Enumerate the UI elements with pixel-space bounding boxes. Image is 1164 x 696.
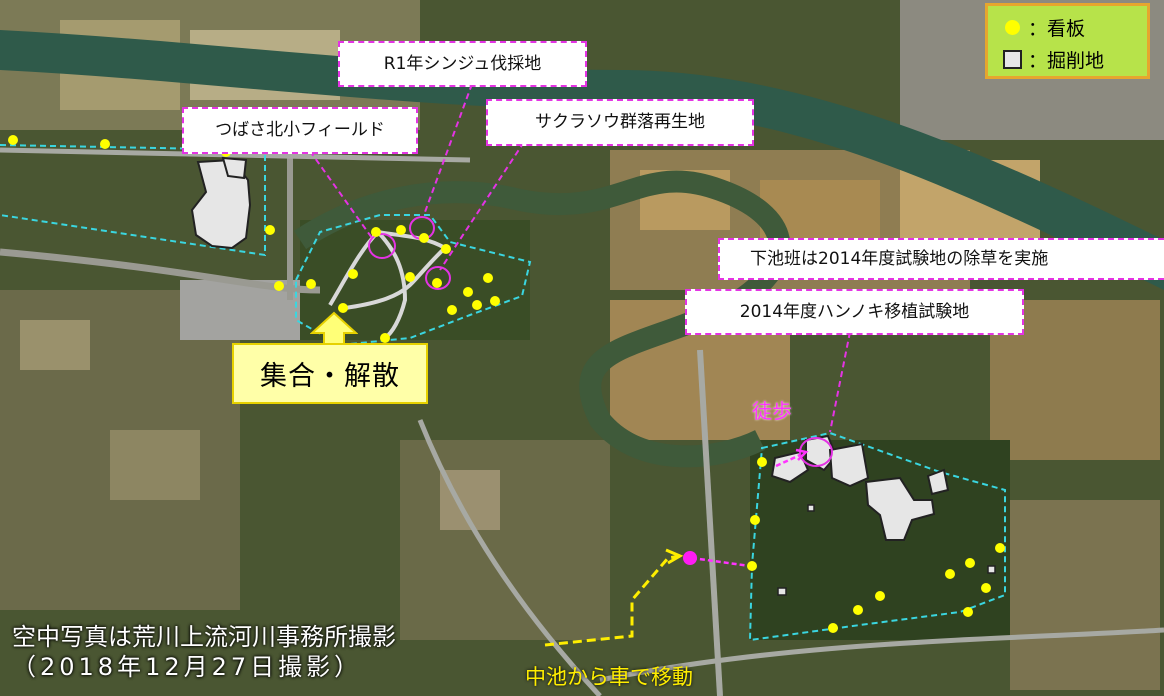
legend-row-signboard: ：看板 [1002, 11, 1147, 43]
walk-route-label: 徒歩 [752, 399, 792, 423]
excavation-area [221, 156, 248, 180]
legend-row-excavation: ：掘削地 [1002, 43, 1147, 75]
excavation-area [864, 476, 936, 541]
callout-leaders [309, 83, 851, 433]
car-route [544, 548, 684, 647]
map-legend: ：看板 ：掘削地 [985, 3, 1150, 79]
legend-signboard-label: ：看板 [1028, 17, 1086, 40]
excavation-area [987, 565, 996, 574]
callout-2014-trial-site: 2014年度ハンノキ移植試験地 [685, 289, 1024, 335]
callout-tsubasa-kita-field: つばさ北小フィールド [182, 107, 418, 154]
walking-route [683, 448, 809, 568]
photo-credit-date: （2018年12月27日撮影） [12, 653, 363, 681]
signboard-dot-icon [1005, 19, 1020, 35]
photo-credit-source: 空中写真は荒川上流河川事務所撮影 [12, 623, 396, 651]
callout-sakurasou-restoration: サクラソウ群落再生地 [486, 99, 754, 146]
parking-point [683, 551, 697, 565]
excavation-area [777, 587, 787, 596]
callout-r1-felling-site: R1年シンジュ伐採地 [338, 41, 587, 87]
excavation-area [807, 504, 815, 512]
excavation-area [926, 468, 950, 496]
excavation-area [828, 442, 870, 488]
signboards [8, 135, 1005, 633]
photo-credit: 空中写真は荒川上流河川事務所撮影 （2018年12月27日撮影） [12, 622, 396, 682]
assembly-point-label: 集合・解散 [232, 343, 428, 404]
car-route-label: 中池から車で移動 [525, 665, 693, 689]
callout-shimoike-team: 下池班は2014年度試験地の除草を実施 [718, 238, 1164, 280]
legend-excavation-label: ：掘削地 [1028, 49, 1105, 72]
excavation-square-icon [1003, 49, 1022, 69]
site-boundary-trial [748, 431, 1006, 642]
site-boundary-north [0, 144, 266, 257]
